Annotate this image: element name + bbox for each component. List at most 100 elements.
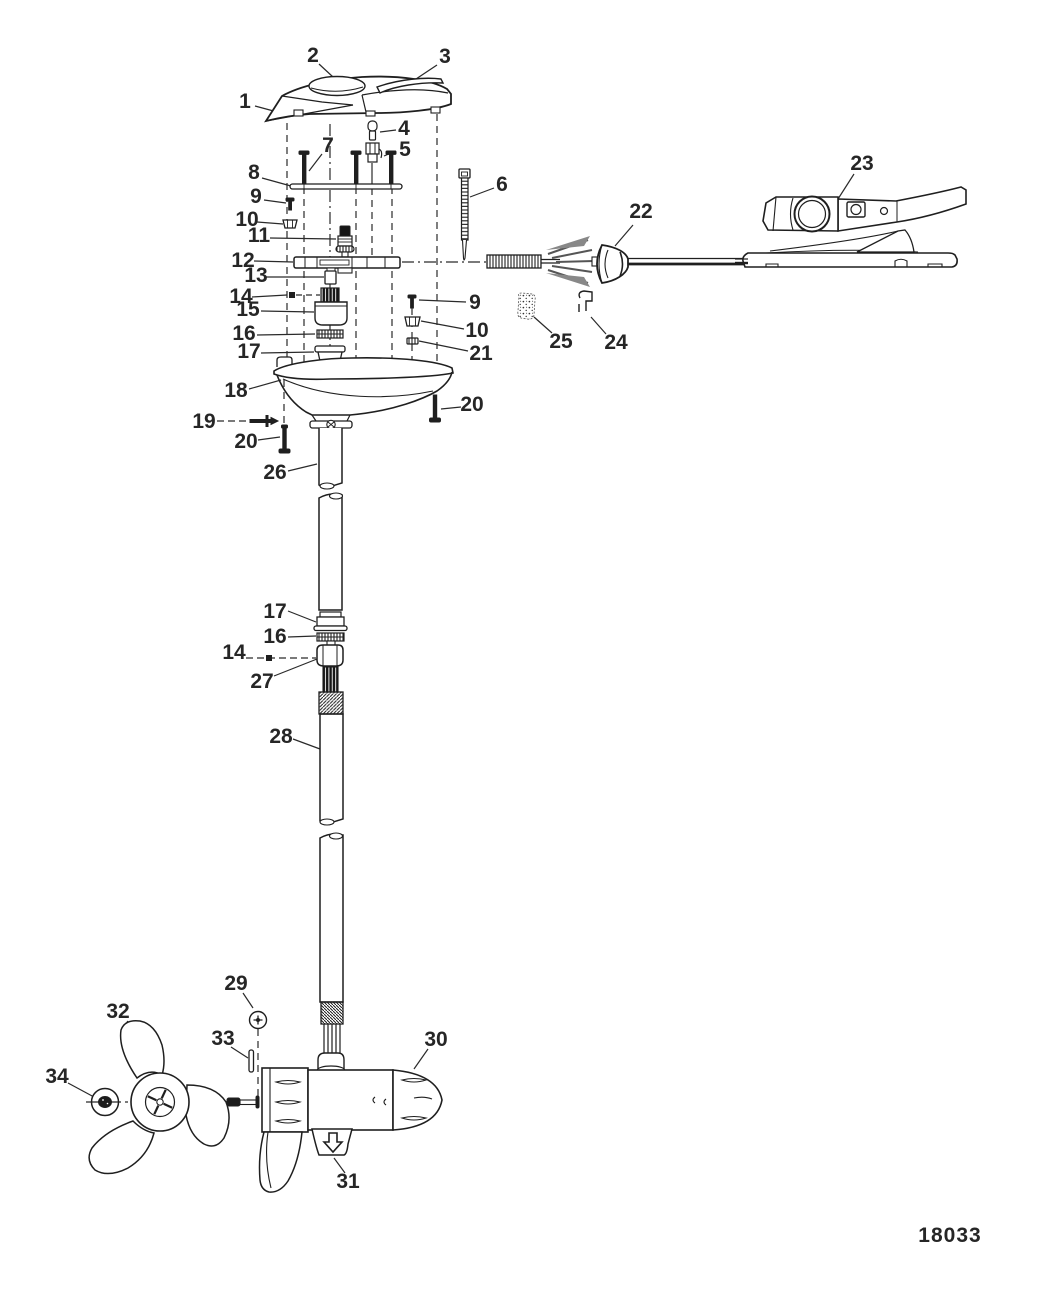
- part-33-shear-pin: [248, 1049, 255, 1073]
- part-17-collar-mid: [313, 611, 348, 632]
- callout-9: 9: [250, 185, 262, 208]
- leader-line: [273, 658, 318, 677]
- callout-9: 9: [469, 291, 481, 314]
- callout-17: 17: [263, 600, 287, 623]
- part-34-prop-nut: [90, 1087, 120, 1117]
- drive-shaft-splines: [318, 666, 344, 715]
- part-30-motor-unit: [258, 1052, 443, 1193]
- leader-line: [318, 63, 334, 78]
- part-10-nut-left: [282, 219, 298, 229]
- callout-31: 31: [336, 1170, 360, 1193]
- cover-mount-tab: [430, 106, 441, 114]
- callout-7: 7: [322, 134, 334, 157]
- leader-lines: [67, 63, 855, 1174]
- callout-10: 10: [235, 208, 259, 231]
- callout-24: 24: [604, 331, 628, 354]
- part-23-foot-pedal: [735, 186, 967, 268]
- part-15-coupler: [314, 287, 348, 326]
- callout-28: 28: [269, 725, 293, 748]
- cover-mount-tab: [293, 109, 304, 117]
- part-6-cable-tie: [458, 168, 471, 261]
- leader-line: [260, 351, 315, 354]
- callout-4: 4: [398, 117, 410, 140]
- cover-mount-tab: [365, 110, 376, 117]
- part-16-thrust-washer-mid: [316, 632, 345, 642]
- leader-line: [242, 992, 254, 1009]
- callout-20: 20: [234, 430, 258, 453]
- callout-25: 25: [549, 330, 573, 353]
- callout-13: 13: [244, 264, 268, 287]
- pedal-base: [742, 252, 958, 268]
- motor-body: [307, 1069, 394, 1131]
- pedal-support: [856, 229, 915, 253]
- part-31-anode-bracket: [311, 1128, 353, 1156]
- callout-19: 19: [192, 410, 216, 433]
- prop-blade-lower-left: [88, 1120, 155, 1175]
- leader-line: [256, 221, 284, 225]
- part-18-lower-housing: [273, 356, 454, 422]
- leader-line: [261, 177, 292, 187]
- leader-line: [440, 406, 462, 410]
- motor-nose: [392, 1069, 443, 1131]
- callout-11: 11: [247, 224, 271, 247]
- leader-line: [67, 1082, 95, 1098]
- motor-fin: [258, 1131, 303, 1193]
- leader-line: [256, 333, 316, 336]
- part-9-screw-left: [285, 197, 295, 211]
- leader-line: [253, 260, 294, 263]
- callout-12: 12: [231, 249, 255, 272]
- callout-16: 16: [263, 625, 287, 648]
- callout-1: 1: [239, 90, 251, 113]
- prop-shaft-stub: [226, 1095, 260, 1109]
- part-21-set-screw: [406, 337, 419, 345]
- callout-14: 14: [229, 285, 253, 308]
- leader-line: [263, 199, 287, 204]
- part-14-drive-pin-mid: [266, 655, 272, 661]
- leader-line: [257, 436, 281, 441]
- part-12-steering-board: [293, 256, 401, 274]
- part-4-screw: [367, 120, 378, 141]
- part-24-clip: [578, 290, 593, 312]
- leader-line: [614, 224, 634, 247]
- prop-blade-top: [119, 1019, 165, 1080]
- leader-line: [251, 294, 288, 298]
- leader-line: [292, 738, 321, 750]
- leader-line: [418, 299, 467, 303]
- leader-line: [379, 129, 397, 133]
- leader-line: [287, 635, 317, 638]
- part-29-anode-screw: [248, 1010, 268, 1030]
- part-26-upper-shaft: [309, 419, 353, 611]
- pedal-plank: [837, 186, 967, 232]
- part-16-thrust-washer-upper: [316, 329, 344, 339]
- leader-line: [413, 1048, 429, 1070]
- leader-line: [287, 463, 318, 472]
- leader-line: [469, 187, 495, 198]
- frayed-wires-shade: [546, 236, 590, 287]
- part-10-nut-right: [404, 316, 421, 327]
- part-22-strain-relief-cone: [596, 244, 629, 284]
- callout-32: 32: [106, 1000, 130, 1023]
- callout-33: 33: [211, 1027, 235, 1050]
- callout-23: 23: [850, 152, 874, 175]
- leader-line: [590, 316, 607, 335]
- leader-line: [260, 310, 315, 313]
- shaft-spring: [320, 1001, 344, 1025]
- callout-3: 3: [439, 45, 451, 68]
- callout-10: 10: [465, 319, 489, 342]
- callout-34: 34: [45, 1065, 69, 1088]
- part-25-grease-pack: [517, 292, 536, 320]
- leader-line: [533, 316, 553, 334]
- leader-line: [418, 340, 469, 352]
- callout-6: 6: [496, 173, 508, 196]
- part-11-threaded-stud: [335, 225, 355, 258]
- callout-20: 20: [460, 393, 484, 416]
- callout-14: 14: [222, 641, 246, 664]
- leader-line: [230, 1046, 249, 1059]
- leader-line: [287, 610, 317, 623]
- callout-21: 21: [469, 342, 493, 365]
- part-5-screw: [365, 142, 383, 163]
- callout-16: 16: [232, 322, 256, 345]
- callout-18: 18: [224, 379, 248, 402]
- motor-wires: [323, 1024, 341, 1053]
